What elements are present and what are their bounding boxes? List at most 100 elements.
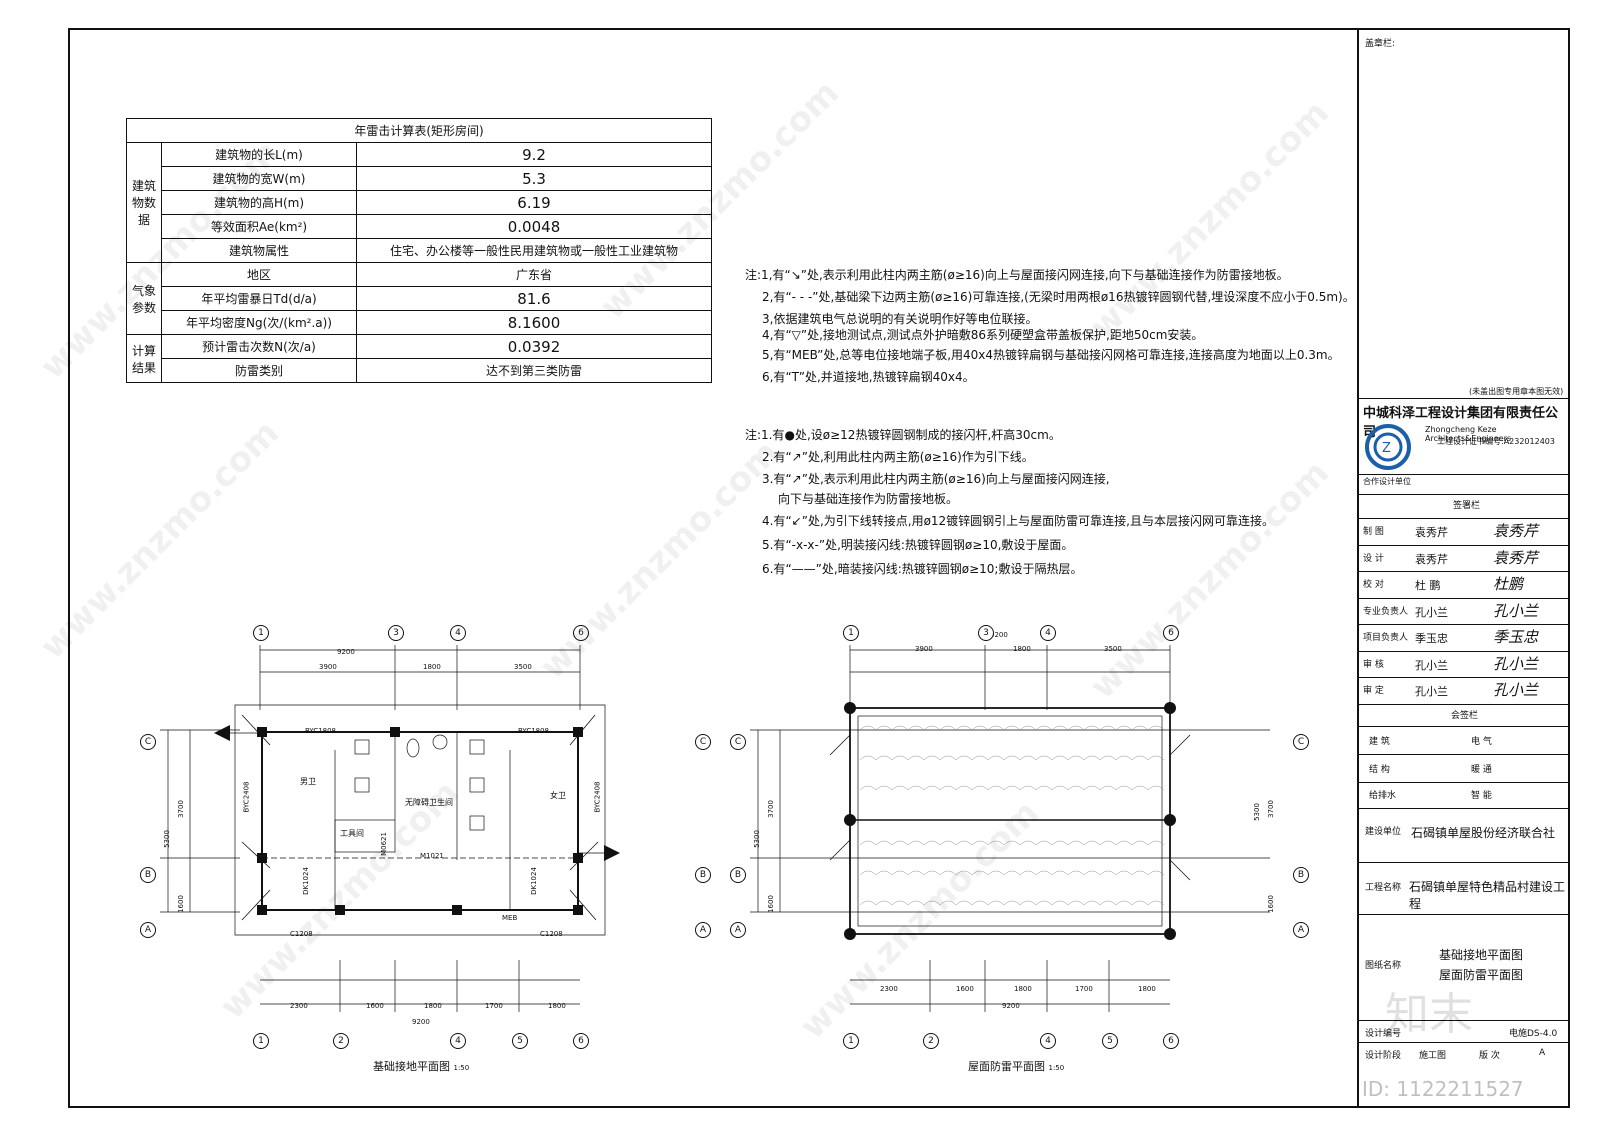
signature-name: 袁秀芹	[1415, 526, 1448, 539]
signature-role: 审 核	[1363, 659, 1384, 670]
axis-bubble: 2	[923, 1033, 939, 1049]
axis-bubble: 6	[573, 1033, 589, 1049]
plan-title-text: 屋面防雷平面图	[968, 1060, 1045, 1073]
row-value: 0.0048	[356, 214, 712, 239]
calc-table-title: 年雷击计算表(矩形房间)	[126, 118, 712, 143]
dim-side: 1600	[1266, 895, 1275, 913]
note2-line: 4.有“↙”处,为引下线转接点,用ø12镀锌圆钢引上与屋面防雷可靠连接,且与本层…	[762, 514, 1274, 528]
axis-bubble: B	[140, 867, 156, 883]
dim-side: 1600	[766, 895, 775, 913]
version-label: 版 次	[1479, 1051, 1500, 1061]
signature-name: 孔小兰	[1415, 605, 1448, 619]
row-label: 防雷类别	[161, 358, 357, 383]
window-label: BYC2408	[593, 781, 602, 813]
plan-title: 屋面防雷平面图 1:50	[968, 1058, 1064, 1074]
signature-role: 审 定	[1363, 686, 1384, 696]
door-label: M0621	[379, 832, 388, 856]
signature-role: 设 计	[1363, 553, 1384, 564]
note2-line: 注:1.有●处,设ø≥12热镀锌圆钢制成的接闪杆,杆高30cm。	[745, 428, 1061, 442]
signature-mark: 袁秀芹	[1493, 548, 1539, 567]
dim-top: 3500	[514, 663, 532, 671]
dim-top: 1800	[423, 663, 441, 671]
signature-mark: 杜鹏	[1493, 575, 1524, 593]
axis-bubble: 6	[573, 625, 589, 641]
window-label: BYC2408	[242, 781, 251, 813]
door-label: M1021	[420, 852, 444, 860]
drawing-frame	[68, 28, 1570, 1108]
client-label: 建设单位	[1365, 827, 1402, 837]
watermark-logo: 知末	[1385, 989, 1473, 1040]
drawing-label: 图纸名称	[1365, 961, 1402, 971]
signature-role: 专业负责人	[1363, 606, 1409, 617]
row-label: 年平均雷暴日Td(d/a)	[161, 286, 357, 311]
row-value: 0.0392	[356, 334, 712, 359]
axis-bubble: A	[695, 922, 711, 938]
note1-line: 5,有“MEB”处,总等电位接地端子板,用40x4热镀锌扁钢与基础接闪网格可靠连…	[762, 348, 1340, 362]
room-accessible: 无障碍卫生间	[405, 798, 453, 807]
axis-bubble: B	[730, 867, 746, 883]
axis-bubble: 4	[1040, 625, 1056, 641]
signature-row	[1359, 571, 1570, 572]
company-logo-icon: Z	[1365, 424, 1411, 470]
cs-discipline: 建 筑	[1369, 737, 1390, 747]
dim-total-top: 9200	[337, 648, 355, 656]
dim-bottom: 2300	[880, 985, 898, 993]
dim-bottom: 1800	[548, 1002, 566, 1010]
axis-bubble: 1	[253, 1033, 269, 1049]
axis-bubble: A	[730, 922, 746, 938]
dim-side-total: 5300	[1252, 803, 1261, 821]
drawing-no: 电施DS-4.0	[1509, 1029, 1558, 1039]
axis-bubble: 3	[388, 625, 404, 641]
axis-bubble: C	[730, 734, 746, 750]
group-building: 建筑物数据	[126, 142, 162, 263]
signature-mark: 孔小兰	[1493, 601, 1539, 620]
dim-bottom: 1600	[366, 1002, 384, 1010]
dim-total-top: 9200	[990, 631, 1008, 639]
signature-row	[1359, 650, 1570, 652]
note2-line: 向下与基础连接作为防雷接地板。	[778, 492, 959, 506]
note1-line: 注:1,有“↘”处,表示利用此柱内两主筋(ø≥16)向上与屋面接闪网连接,向下与…	[745, 268, 1289, 282]
axis-bubble: 6	[1163, 625, 1179, 641]
axis-bubble: 1	[843, 625, 859, 641]
note1-line: 3,依据建筑电气总说明的有关说明作好等电位联接。	[762, 312, 1038, 326]
axis-bubble: A	[1293, 922, 1309, 938]
row-value: 81.6	[356, 286, 712, 311]
row-label: 地区	[161, 262, 357, 287]
cs-discipline: 给排水	[1369, 791, 1397, 801]
company-name: 中城科泽工程设计集团有限责任公司	[1363, 406, 1559, 440]
countersign-title: 会签栏	[1451, 711, 1479, 721]
lightning-calc-table: 年雷击计算表(矩形房间) 建筑物数据 建筑物的长L(m)9.2 建筑物的宽W(m…	[126, 118, 712, 383]
note1-line: 2,有“- - -”处,基础梁下边两主筋(ø≥16)可靠连接,(无梁时用两根ø1…	[762, 290, 1355, 304]
window-label: BYC1808	[518, 727, 550, 735]
dim-side: 3700	[176, 800, 185, 818]
room-women: 女卫	[550, 791, 566, 800]
dim-total-bottom: 9200	[1002, 1002, 1020, 1010]
cs-discipline: 电 气	[1471, 737, 1492, 747]
meb-label: MEB	[502, 914, 518, 922]
axis-bubble: 4	[450, 1033, 466, 1049]
row-label: 建筑物的高H(m)	[161, 190, 357, 215]
axis-bubble: A	[140, 922, 156, 938]
row-value: 住宅、办公楼等一般性民用建筑物或一般性工业建筑物	[356, 238, 712, 263]
signature-row	[1359, 677, 1570, 678]
dim-bottom: 2300	[290, 1002, 308, 1010]
dim-bottom: 1800	[1014, 985, 1032, 993]
window-label: C1208	[540, 930, 563, 938]
signature-name: 孔小兰	[1415, 685, 1448, 698]
roof-lightning-plan	[750, 645, 1270, 1012]
note2-line: 5.有“-x-x-”处,明装接闪线:热镀锌圆钢ø≥10,敷设于屋面。	[762, 538, 1074, 552]
company-cert: 工程设计证书编号:A232012403	[1437, 437, 1555, 446]
signature-row	[1359, 518, 1570, 519]
dim-top: 3900	[915, 645, 933, 653]
row-value: 达不到第三类防雷	[356, 358, 712, 383]
client-name: 石碣镇单屋股份经济联合社	[1411, 826, 1556, 840]
dim-bottom: 1700	[1075, 985, 1093, 993]
signature-name: 孔小兰	[1415, 658, 1448, 672]
plan-title-text: 基础接地平面图	[373, 1060, 450, 1073]
seal-label: 盖章栏:	[1365, 39, 1396, 49]
coop-label: 合作设计单位	[1363, 477, 1411, 486]
group-weather: 气象参数	[126, 262, 162, 335]
dim-bottom: 1700	[485, 1002, 503, 1010]
signature-mark: 孔小兰	[1493, 681, 1539, 699]
row-label: 年平均密度Ng(次/(km².a))	[161, 310, 357, 335]
